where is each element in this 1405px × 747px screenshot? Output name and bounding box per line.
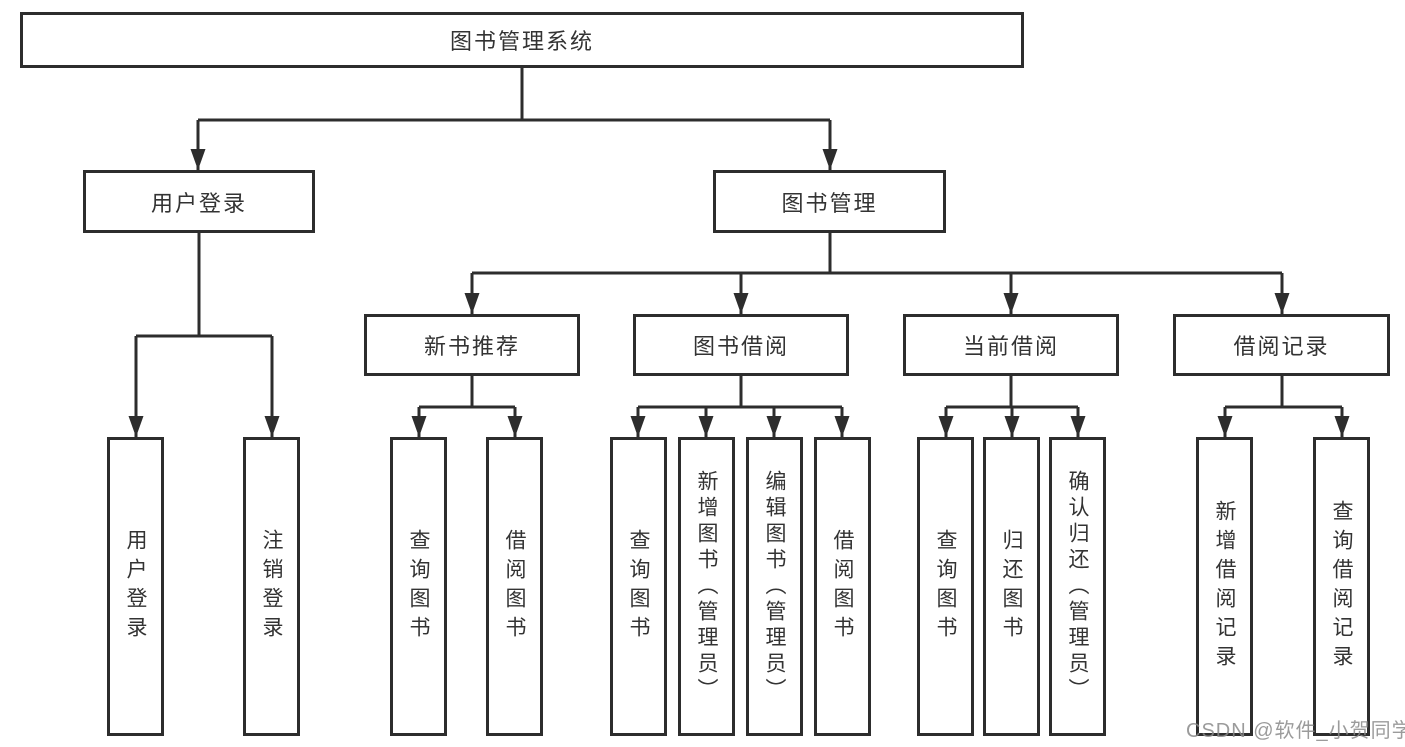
connector-book-borrowing-to-leaves bbox=[630, 376, 850, 437]
leaf-add-book-admin: 新增图书（管理员） bbox=[678, 437, 735, 736]
connector-book-management-to-level2 bbox=[464, 233, 1290, 314]
leaf-return-books: 归还图书 bbox=[983, 437, 1040, 736]
leaf-logout: 注销登录 bbox=[243, 437, 300, 736]
node-label: 图书管理 bbox=[781, 190, 878, 216]
node-library-management-system: 图书管理系统 bbox=[20, 12, 1024, 68]
leaf-query-books-recommend: 查询图书 bbox=[390, 437, 447, 736]
leaf-label: 编辑图书（管理员） bbox=[763, 469, 786, 704]
node-borrowing-records: 借阅记录 bbox=[1173, 314, 1390, 376]
node-label: 图书管理系统 bbox=[449, 29, 594, 54]
leaf-label: 借阅图书 bbox=[831, 528, 854, 645]
leaf-label: 归还图书 bbox=[1000, 528, 1023, 645]
leaf-label: 借阅图书 bbox=[503, 528, 526, 645]
node-label: 当前借阅 bbox=[962, 334, 1059, 359]
leaf-borrow-books-borrowing: 借阅图书 bbox=[814, 437, 871, 736]
connector-root-to-level1 bbox=[190, 68, 838, 170]
node-label: 图书借阅 bbox=[692, 334, 789, 359]
leaf-label: 新增借阅记录 bbox=[1213, 499, 1236, 674]
node-label: 新书推荐 bbox=[423, 334, 520, 359]
leaf-query-books-borrowing: 查询图书 bbox=[610, 437, 667, 736]
connector-current-borrowing-to-leaves bbox=[938, 376, 1086, 437]
leaf-borrow-books-recommend: 借阅图书 bbox=[486, 437, 543, 736]
leaf-label: 查询图书 bbox=[934, 528, 957, 645]
connector-new-book-recommend-to-leaves bbox=[411, 376, 523, 437]
leaf-label: 确认归还（管理员） bbox=[1066, 469, 1089, 704]
leaf-add-borrowing-record: 新增借阅记录 bbox=[1196, 437, 1253, 736]
node-label: 用户登录 bbox=[150, 190, 247, 216]
leaf-query-borrowing-record: 查询借阅记录 bbox=[1313, 437, 1370, 736]
leaf-label: 用户登录 bbox=[124, 528, 147, 645]
leaf-label: 查询借阅记录 bbox=[1330, 499, 1353, 674]
node-user-login: 用户登录 bbox=[83, 170, 315, 233]
node-book-borrowing: 图书借阅 bbox=[633, 314, 849, 376]
leaf-label: 新增图书（管理员） bbox=[695, 469, 718, 704]
leaf-label: 查询图书 bbox=[627, 528, 650, 645]
leaf-label: 注销登录 bbox=[260, 528, 283, 645]
leaf-confirm-return-admin: 确认归还（管理员） bbox=[1049, 437, 1106, 736]
leaf-label: 查询图书 bbox=[407, 528, 430, 645]
leaf-user-login: 用户登录 bbox=[107, 437, 164, 736]
leaf-query-books-current: 查询图书 bbox=[917, 437, 974, 736]
leaf-edit-book-admin: 编辑图书（管理员） bbox=[746, 437, 803, 736]
connector-borrowing-records-to-leaves bbox=[1217, 376, 1350, 437]
node-current-borrowing: 当前借阅 bbox=[903, 314, 1119, 376]
csdn-watermark: CSDN @软件_小贺同学 bbox=[1186, 720, 1405, 742]
connector-user-login-to-leaves bbox=[128, 233, 280, 437]
node-label: 借阅记录 bbox=[1233, 334, 1330, 359]
node-new-book-recommend: 新书推荐 bbox=[364, 314, 580, 376]
node-book-management: 图书管理 bbox=[713, 170, 946, 233]
